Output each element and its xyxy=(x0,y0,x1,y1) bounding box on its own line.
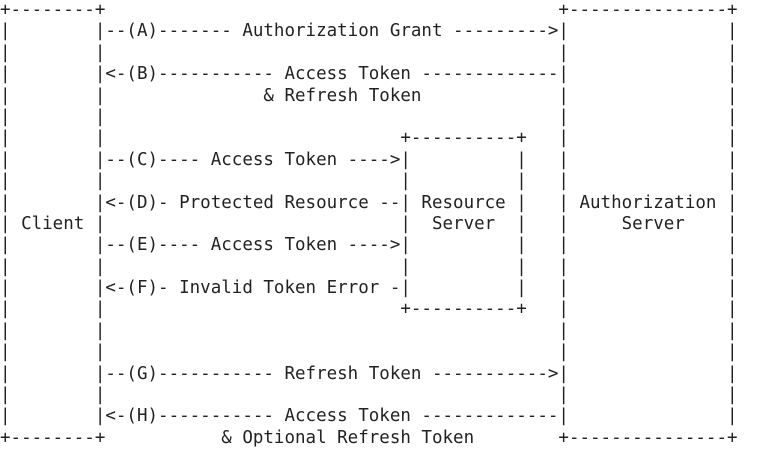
oauth-refresh-token-flow-diagram: +--------+ +---------------+| |--(A)----… xyxy=(0,0,738,448)
diagram-line: | | +----------+ | | xyxy=(0,128,738,149)
diagram-line: | | +----------+ | | xyxy=(0,299,738,320)
diagram-line: | | | | xyxy=(0,320,738,341)
diagram-line: | Client | | Server | | Server | xyxy=(0,213,738,234)
diagram-line: | | | | xyxy=(0,342,738,363)
diagram-line: | | | | | | xyxy=(0,256,738,277)
diagram-line: | |--(E)---- Access Token ---->| | | | xyxy=(0,235,738,256)
diagram-line: | |<-(D)- Protected Resource --| Resourc… xyxy=(0,192,738,213)
diagram-line: | | | | xyxy=(0,106,738,127)
diagram-line: | |--(C)---- Access Token ---->| | | | xyxy=(0,149,738,170)
diagram-line: +--------+ +---------------+ xyxy=(0,0,738,20)
diagram-line: | |--(G)----------- Refresh Token ------… xyxy=(0,363,738,384)
diagram-line: | | | | xyxy=(0,385,738,406)
diagram-line: | |--(A)------- Authorization Grant ----… xyxy=(0,21,738,42)
diagram-line: | | | | xyxy=(0,42,738,63)
diagram-line: | | & Refresh Token | | xyxy=(0,85,738,106)
diagram-line: | |<-(B)----------- Access Token -------… xyxy=(0,64,738,85)
diagram-line: | |<-(F)- Invalid Token Error -| | | | xyxy=(0,278,738,299)
ascii-flow-art: +--------+ +---------------+| |--(A)----… xyxy=(0,0,738,448)
diagram-line: | |<-(H)----------- Access Token -------… xyxy=(0,406,738,427)
diagram-line: | | | | | | xyxy=(0,171,738,192)
diagram-line: +--------+ & Optional Refresh Token +---… xyxy=(0,427,738,448)
